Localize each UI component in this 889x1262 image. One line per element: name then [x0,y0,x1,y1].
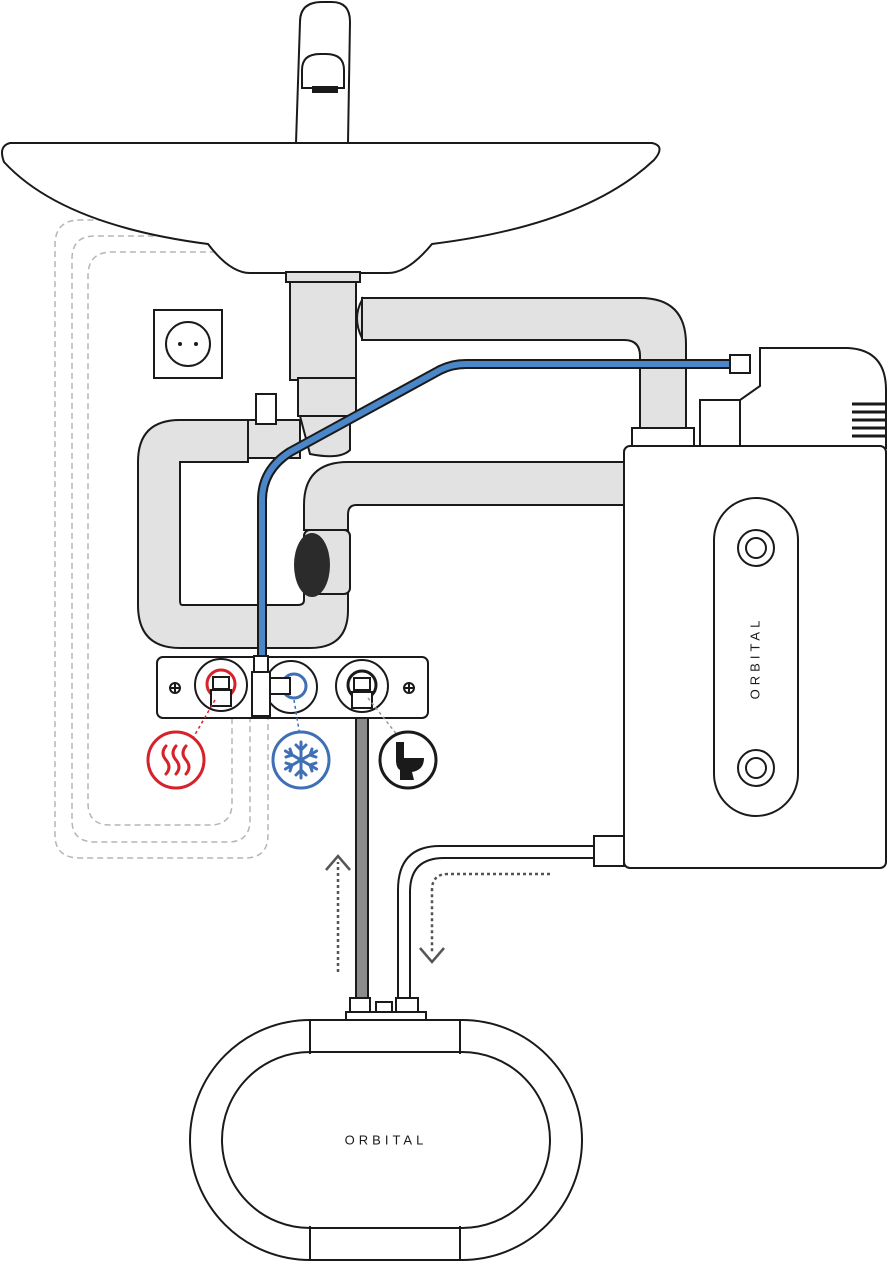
flow-arrow-down [419,872,550,964]
screw-right [403,682,415,694]
trap-rubber-seal [294,533,330,597]
leader-lines [192,697,399,739]
valve-plate [156,655,429,719]
vent-grille [852,402,886,438]
sink-basin [1,142,661,274]
power-socket-icon [153,309,223,379]
flow-arrow-up [325,854,351,972]
drain-hose [355,705,369,1003]
outlet-connector [593,835,625,867]
filter-unit-brand-label: ORBITAL [345,1132,428,1147]
air-vent-valve [255,393,277,425]
screw-left [169,682,181,694]
drain-valve [335,659,389,713]
faucet [294,0,352,144]
snowflake-icon [271,730,331,790]
unit-outlet-hose [397,845,596,1000]
cold-water-valve [251,655,318,717]
hot-water-valve [194,658,248,712]
main-unit-brand-label: ORBITAL [747,617,762,700]
cold-feed-hose [257,359,745,665]
heat-waves-icon [146,730,206,790]
toilet-icon [378,730,438,790]
orbital-filter-unit: ORBITAL [189,997,583,1261]
hose-connector [729,354,751,374]
orbital-main-unit: ORBITAL [623,347,887,869]
